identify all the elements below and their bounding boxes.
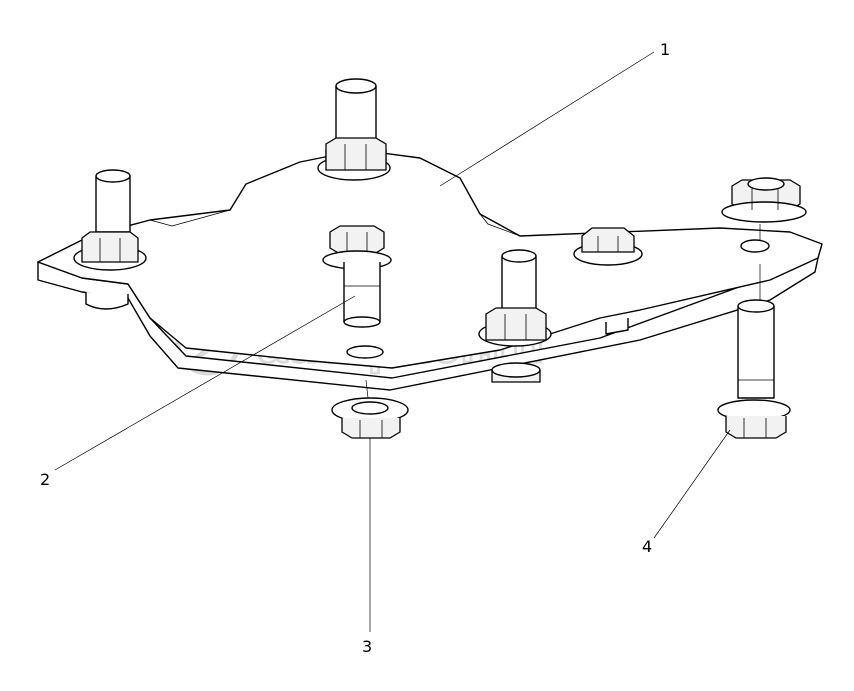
callout-2: 2: [40, 470, 50, 489]
bolt-4: [717, 177, 807, 439]
bracket-plate: [37, 149, 823, 391]
callout-3: 3: [362, 637, 372, 656]
callout-1: 1: [660, 40, 670, 59]
leader-4: [653, 429, 731, 539]
stud-center: [317, 78, 391, 181]
nut-rear: [573, 227, 643, 266]
leader-2: [54, 295, 356, 471]
leader-1: [439, 51, 655, 187]
bolt-2: [322, 225, 392, 328]
leader-lines: [54, 51, 731, 632]
stud-left: [73, 169, 147, 271]
callout-4: 4: [642, 537, 652, 556]
centerlines: [365, 224, 761, 399]
stud-right-center: [478, 249, 552, 383]
flange-nut-3: [331, 397, 409, 439]
